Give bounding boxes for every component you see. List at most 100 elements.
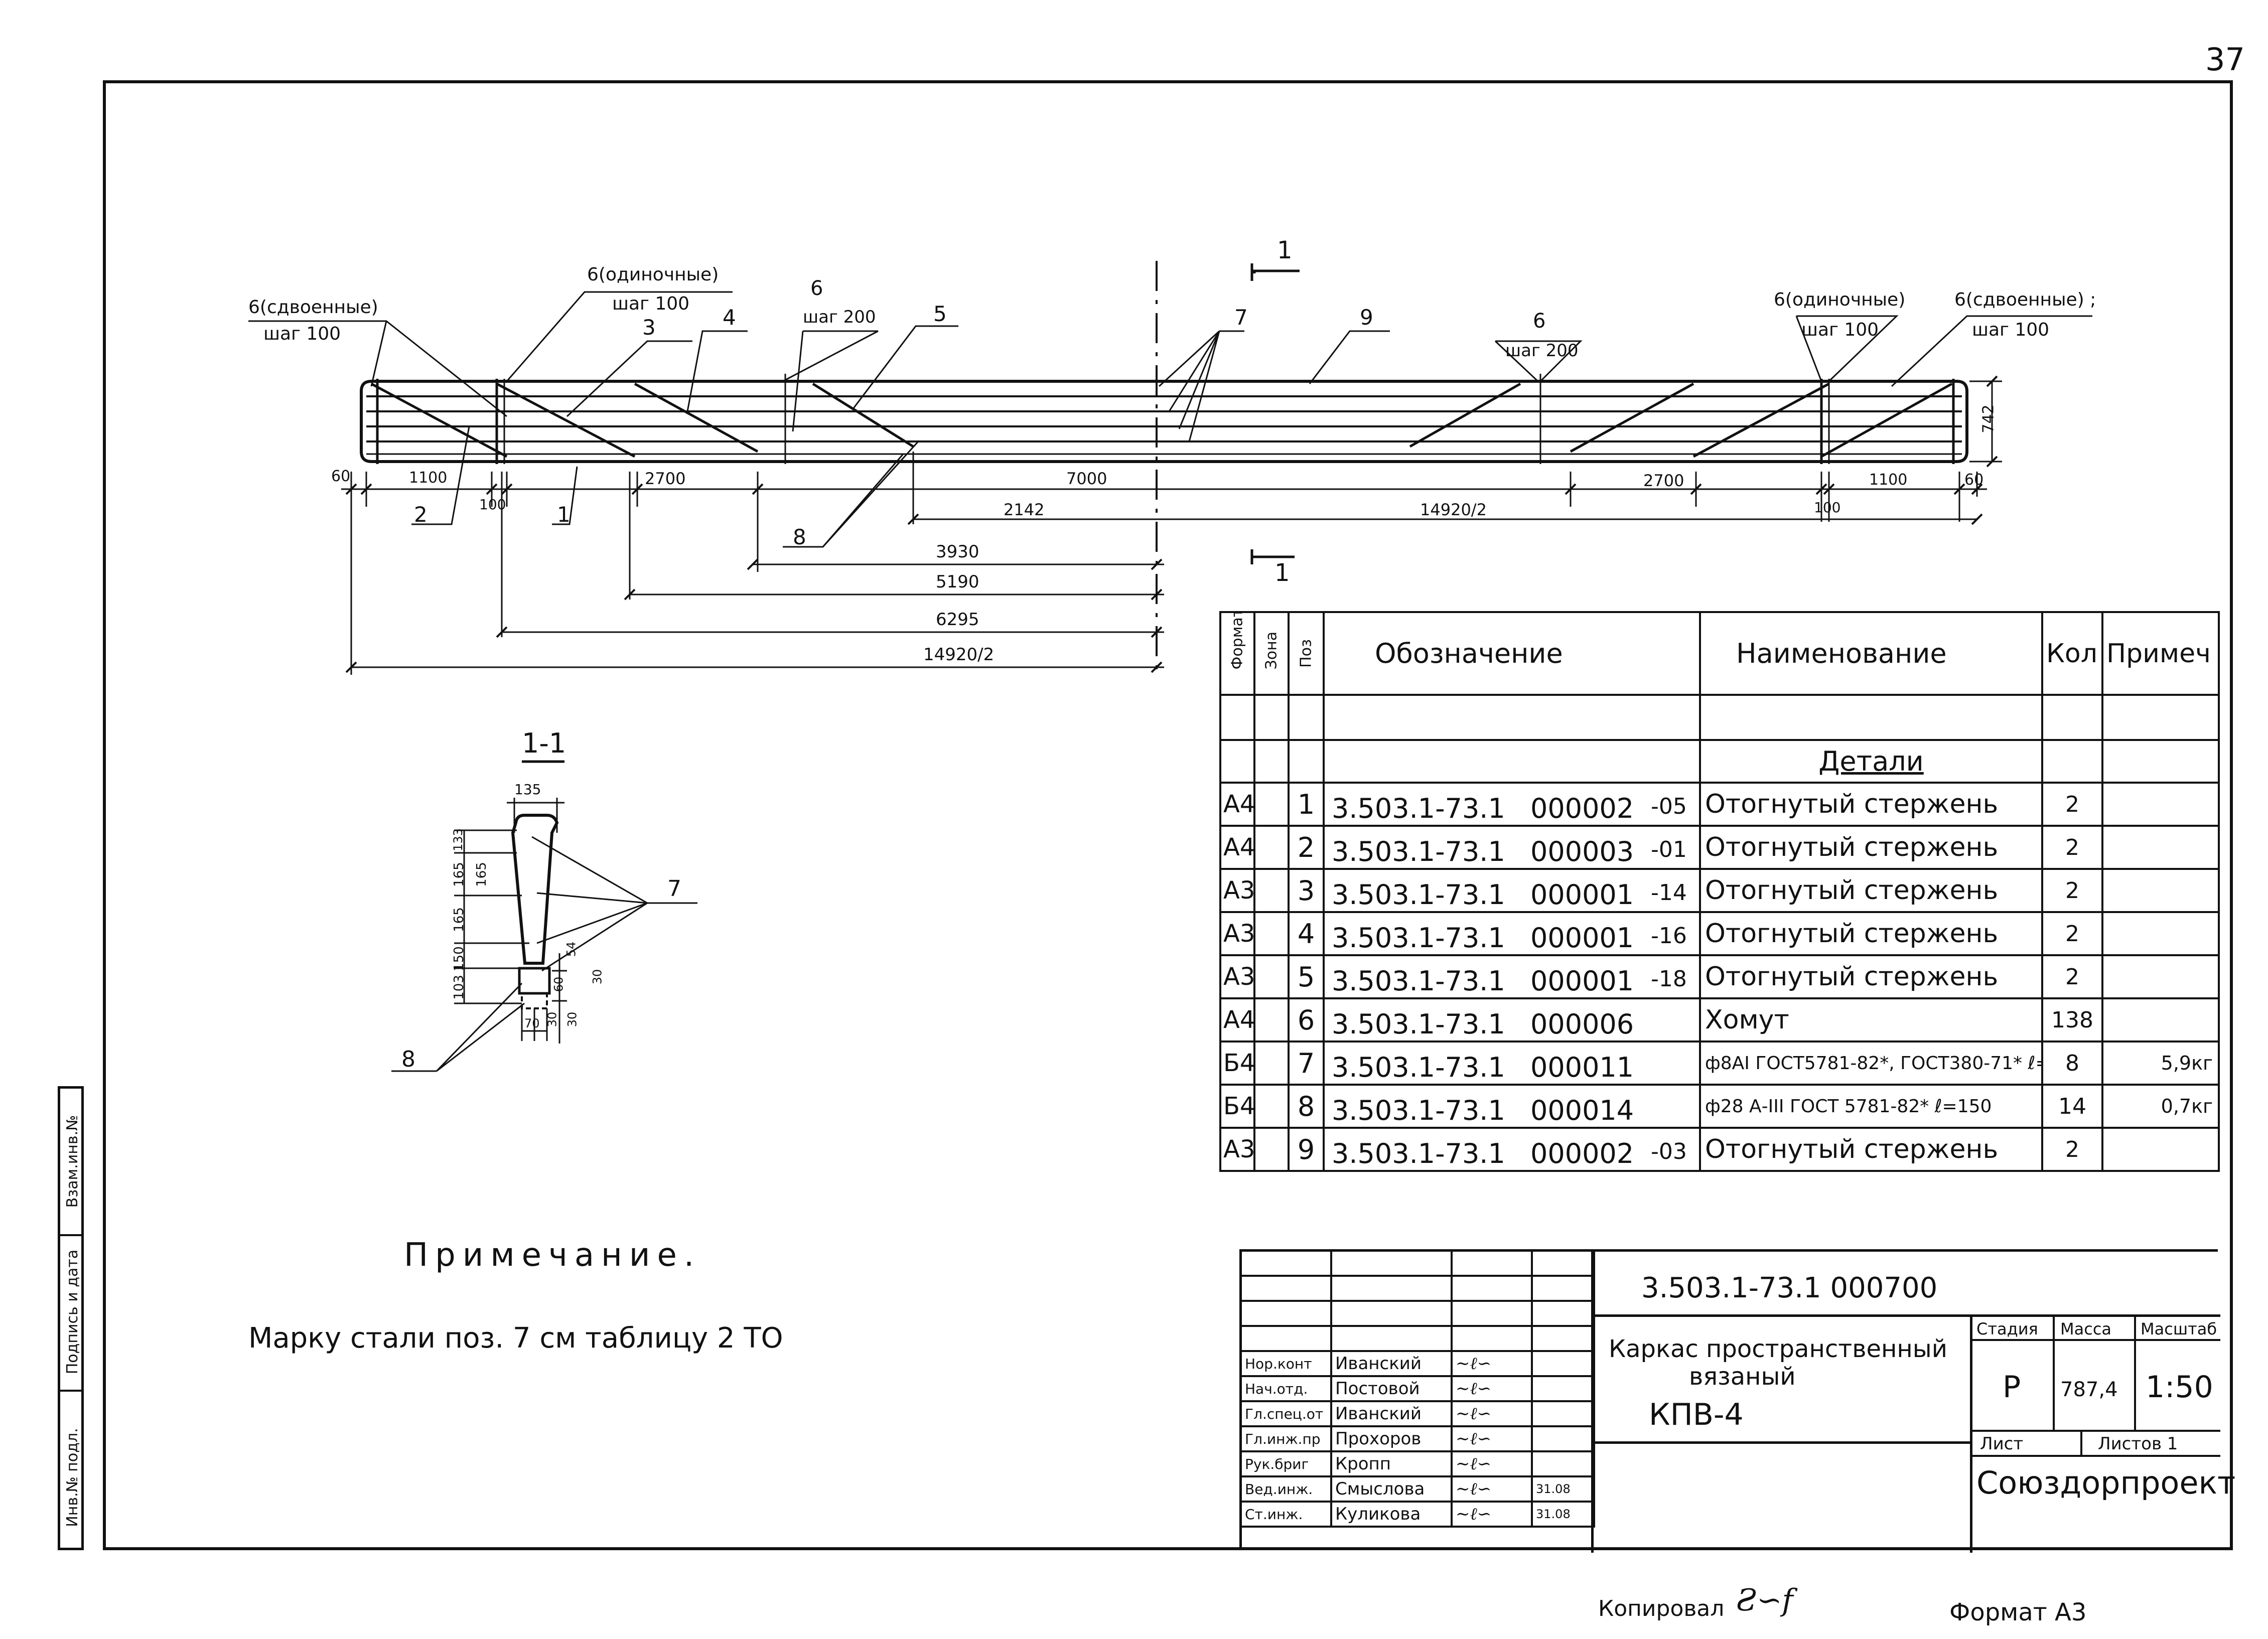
mass-value: 787,4 — [2060, 1378, 2118, 1401]
drawing-frame — [103, 80, 2233, 1550]
section-mark-top: 1 — [1277, 236, 1293, 264]
label-step-100-right: шаг 100 — [1801, 320, 1879, 340]
row-qty: 2 — [2041, 911, 2103, 956]
label-pos-6-single-right: 6(одиночные) — [1774, 289, 1906, 310]
row-note: 0,7кг — [2101, 1084, 2220, 1129]
section-mark-bottom: 1 — [1274, 559, 1290, 587]
dim-7000: 7000 — [1066, 469, 1107, 488]
signature-row: Ст.инж.Куликова∼ℓ∽31.08 — [1240, 1501, 1595, 1528]
row-note — [2101, 954, 2220, 999]
label-pos-7: 7 — [1234, 305, 1248, 330]
row-name: Отогнутый стержень — [1699, 825, 2043, 870]
role-cell: Рук.бриг — [1240, 1450, 1332, 1477]
note-text: Марку стали поз. 7 см таблицу 2 ТО — [248, 1322, 783, 1355]
org-name: Союздорпроект — [1976, 1464, 2236, 1501]
signature-cell: ∼ℓ∽ — [1451, 1375, 1533, 1402]
row-zone — [1253, 997, 1290, 1042]
row-format: А4 — [1219, 825, 1255, 870]
label-pos-6-double: 6(сдвоенные) — [248, 297, 378, 318]
date-cell — [1531, 1375, 1595, 1402]
row-doc: 3.503.1-73.1 — [1332, 793, 1505, 824]
row-name: Хомут — [1699, 997, 2043, 1042]
row-name: Отогнутый стержень — [1699, 1127, 2043, 1172]
name-cell: Постовой — [1330, 1375, 1453, 1402]
row-pos: 7 — [1288, 1040, 1325, 1086]
sec-dim-54: 54 — [564, 941, 579, 957]
dim-60-left: 60 — [331, 468, 351, 485]
row-format: А3 — [1219, 1127, 1255, 1172]
row-qty: 2 — [2041, 782, 2103, 827]
label-pos-6b: 6 — [1533, 310, 1546, 333]
label-step-200b: шаг 200 — [1505, 341, 1579, 361]
row-doc: 3.503.1-73.1 — [1332, 965, 1505, 997]
row-zone — [1253, 868, 1290, 913]
row-note — [2101, 825, 2220, 870]
sec-dim-150: 150 — [451, 946, 467, 971]
role-cell: Нач.отд. — [1240, 1375, 1332, 1402]
page-number: 37 — [2205, 41, 2245, 78]
role-cell: Ст.инж. — [1240, 1501, 1332, 1528]
row-designation: 3.503.1-73.1 000011 — [1323, 1040, 1701, 1086]
signature-row: Вед.инж.Смыслова∼ℓ∽31.08 — [1240, 1475, 1595, 1503]
signature-cell: ∼ℓ∽ — [1451, 1425, 1533, 1452]
row-code: 000003 — [1530, 836, 1634, 867]
signature-cell: ∼ℓ∽ — [1451, 1400, 1533, 1427]
row-qty: 2 — [2041, 954, 2103, 999]
name-cell: Смыслова — [1330, 1475, 1453, 1503]
date-cell — [1531, 1350, 1595, 1377]
note-title: Примечание. — [404, 1237, 701, 1274]
row-pos: 1 — [1288, 782, 1325, 827]
dim-100-right: 100 — [1814, 499, 1841, 516]
dim-2700-right: 2700 — [1643, 471, 1684, 490]
label-pos-8: 8 — [793, 525, 806, 549]
row-name: ф28 А-III ГОСТ 5781-82* ℓ=150 — [1699, 1084, 2043, 1129]
label-pos-6-single: 6(одиночные) — [587, 264, 719, 285]
sec-dim-103: 103 — [451, 975, 467, 1000]
date-cell: 31.08 — [1531, 1475, 1595, 1503]
sec-label-pos-8: 8 — [401, 1047, 415, 1072]
row-format: А4 — [1219, 997, 1255, 1042]
row-pos: 8 — [1288, 1084, 1325, 1129]
row-doc: 3.503.1-73.1 — [1332, 1052, 1505, 1083]
row-pos: 2 — [1288, 825, 1325, 870]
label-pos-1: 1 — [557, 502, 571, 527]
row-format: А4 — [1219, 782, 1255, 827]
sec-dim-60: 60 — [551, 976, 566, 992]
dim-60-right: 60 — [1964, 471, 1984, 489]
dim-1100-left: 1100 — [409, 469, 448, 487]
row-name: Отогнутый стержень — [1699, 868, 2043, 913]
dim-3930: 3930 — [936, 542, 979, 562]
label-pos-6a: 6 — [810, 277, 823, 300]
date-cell — [1531, 1425, 1595, 1452]
role-cell: Вед.инж. — [1240, 1475, 1332, 1503]
sec-dim-30a: 30 — [590, 969, 605, 985]
row-pos: 4 — [1288, 911, 1325, 956]
row-note — [2101, 868, 2220, 913]
row-suffix: -18 — [1651, 966, 1687, 992]
format-label: Формат А3 — [1949, 1598, 2087, 1626]
label-pos-5: 5 — [933, 302, 947, 326]
mass-label: Масса — [2060, 1319, 2112, 1338]
scale-value: 1:50 — [2146, 1370, 2213, 1405]
name-cell: Иванский — [1330, 1400, 1453, 1427]
header-zone: Зона — [1253, 611, 1290, 696]
row-note — [2101, 911, 2220, 956]
row-doc: 3.503.1-73.1 — [1332, 1008, 1505, 1040]
row-doc: 3.503.1-73.1 — [1332, 1095, 1505, 1126]
row-format: Б4 — [1219, 1084, 1255, 1129]
date-cell: 31.08 — [1531, 1501, 1595, 1528]
row-qty: 138 — [2041, 997, 2103, 1042]
header-format: Формат — [1219, 611, 1255, 696]
row-zone — [1253, 911, 1290, 956]
row-code: 000011 — [1530, 1052, 1634, 1083]
